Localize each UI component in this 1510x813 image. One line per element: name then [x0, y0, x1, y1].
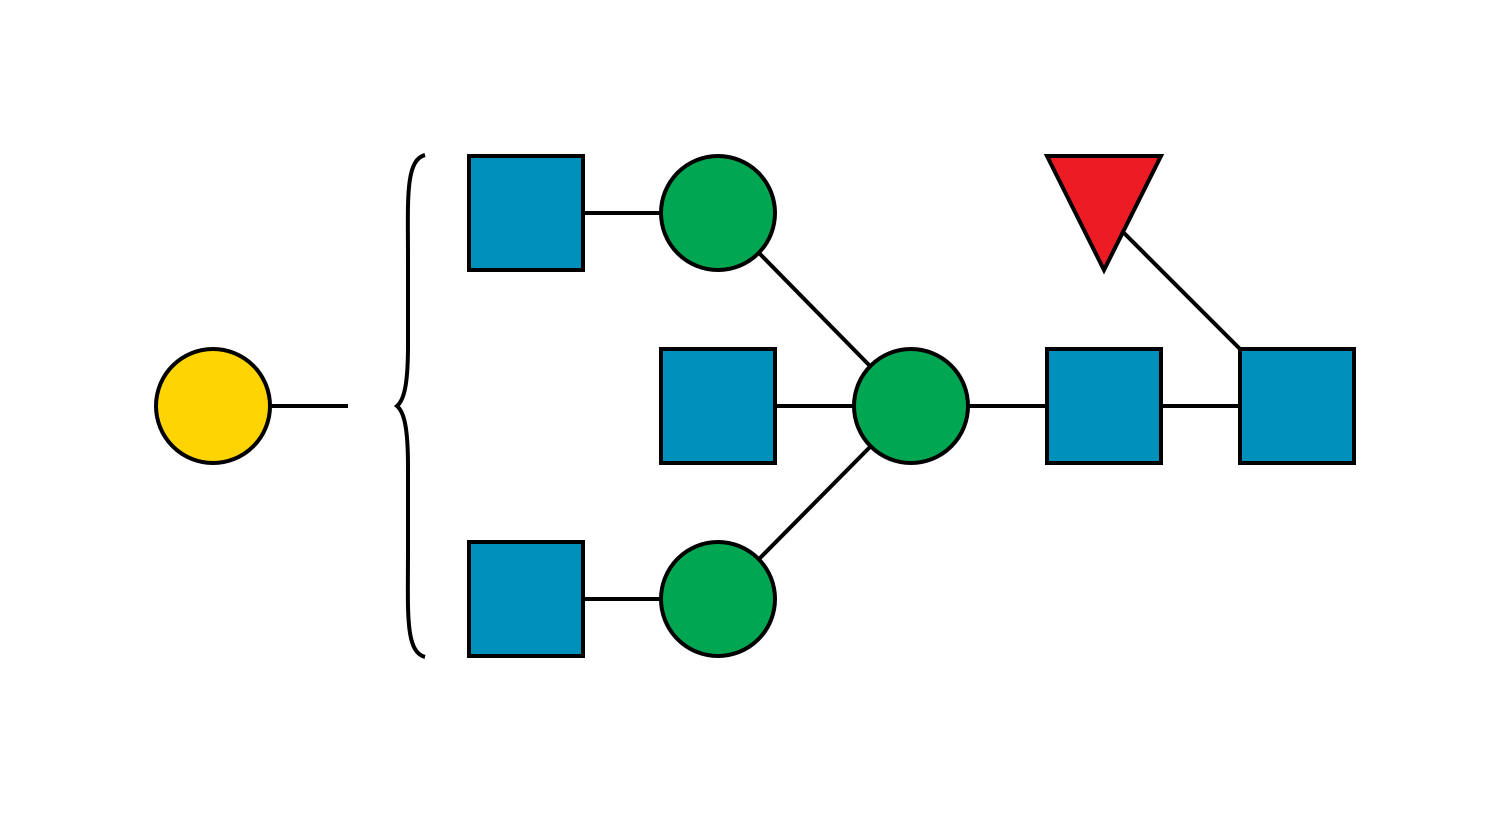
linkage-lines [270, 211, 1242, 601]
red-triangle-icon [1043, 154, 1165, 275]
blue-square-icon [659, 347, 777, 465]
ambiguous-attachment-brace [393, 153, 426, 659]
blue-square-icon [1238, 347, 1356, 465]
blue-square-icon [467, 540, 585, 658]
blue-square-icon [1045, 347, 1163, 465]
green-circle-icon [659, 154, 777, 272]
edge-fuc-glcnac-core-2 [1122, 231, 1242, 351]
green-circle-icon [852, 347, 970, 465]
yellow-circle-icon [154, 347, 272, 465]
edge-man-top-man-core [758, 252, 872, 368]
green-circle-icon [659, 540, 777, 658]
blue-square-icon [467, 154, 585, 272]
edge-man-bottom-man-core [758, 445, 872, 560]
